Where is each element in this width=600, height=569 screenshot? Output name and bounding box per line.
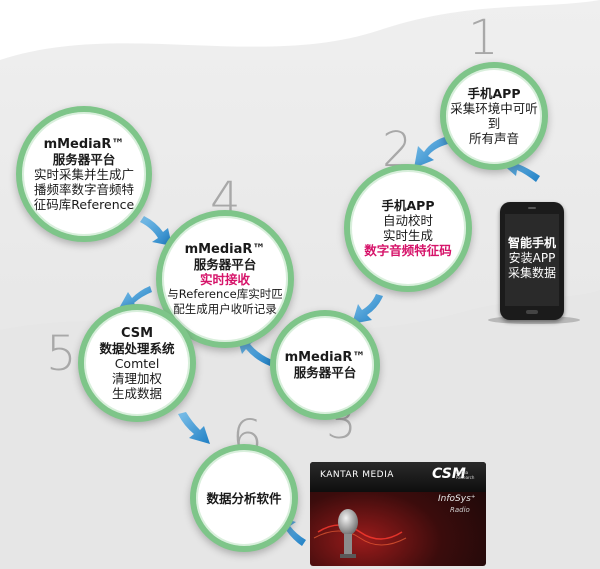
phone-label: 智能手机 安装APP 采集数据 [495,236,569,281]
step-1-line-2: 采集环境中可听到 [450,101,538,131]
smartphone-image [500,202,564,320]
microphone-icon [313,509,407,558]
step-2-circle: 手机APP 自动校时 实时生成 数字音频特征码 [344,164,472,292]
infosys-radio-card: KANTAR MEDIA CSM Media Research InfoSys⁺… [310,462,486,566]
csm-logo: CSM [432,466,466,482]
step-4-line-5: 配生成用户收听记录 [173,301,277,316]
step-4-line-2: 服务器平台 [193,256,257,272]
phone-camera [528,207,536,209]
step-5-circle: CSM 数据处理系统 Comtel 清理加权 生成数据 [78,304,196,422]
step-2-line-1: 手机APP [381,198,435,213]
reference-line-4: 播频率数字音频特 [33,181,134,197]
reference-line-3: 实时采集并生成广 [33,166,134,182]
phone-shadow [488,316,580,324]
step-6-line-1: 数据分析软件 [206,490,282,506]
arrow-2-to-3 [352,294,383,324]
phone-screen [505,214,559,306]
step-2-line-3: 实时生成 [382,228,433,243]
kantar-media-logo: KANTAR MEDIA [320,470,394,480]
step-2-line-2: 自动校时 [382,213,433,228]
card-topbar [310,462,486,492]
step-3-line-1: mMediaR™ [284,350,366,365]
arrow-1-to-2 [414,136,448,168]
step-4-line-1: mMediaR™ [184,241,266,257]
step-1-line-1: 手机APP [467,86,521,101]
arrow-ref-to-4 [140,216,172,246]
phone-home-button [526,310,538,314]
step-1-line-3: 所有声音 [468,131,519,146]
step-5-line-1: CSM [120,325,154,341]
reference-line-1: mMediaR™ [43,136,125,152]
step-6-circle: 数据分析软件 [190,444,298,552]
step-3-line-2: 服务器平台 [293,365,357,380]
phone-label-title: 智能手机 [507,236,556,250]
radio-label: Radio [450,506,470,514]
reference-line-5: 征码库Reference [33,196,135,212]
csm-logo-subtext: Media Research [456,470,475,480]
phone-label-line-2: 安装APP [508,251,556,265]
step-number-1: 1 [468,10,499,66]
reference-circle: mMediaR™ 服务器平台 实时采集并生成广 播频率数字音频特 征码库Refe… [16,106,152,242]
step-1-circle: 手机APP 采集环境中可听到 所有声音 [440,62,548,170]
step-5-line-4: 清理加权 [111,370,162,386]
step-5-line-5: 生成数据 [111,385,162,401]
step-4-line-4: 与Reference库实时匹 [167,286,283,301]
step-number-5: 5 [46,326,77,382]
step-5-line-2: 数据处理系统 [99,340,175,356]
step-2-line-4: 数字音频特征码 [364,243,452,258]
infosys-label: InfoSys⁺ [438,494,476,504]
step-4-line-3: 实时接收 [199,271,250,287]
reference-line-2: 服务器平台 [52,151,116,167]
step-5-line-3: Comtel [114,355,160,371]
arrow-5-to-6 [178,412,210,444]
phone-label-line-3: 采集数据 [507,266,556,280]
step-3-circle: mMediaR™ 服务器平台 [270,310,380,420]
